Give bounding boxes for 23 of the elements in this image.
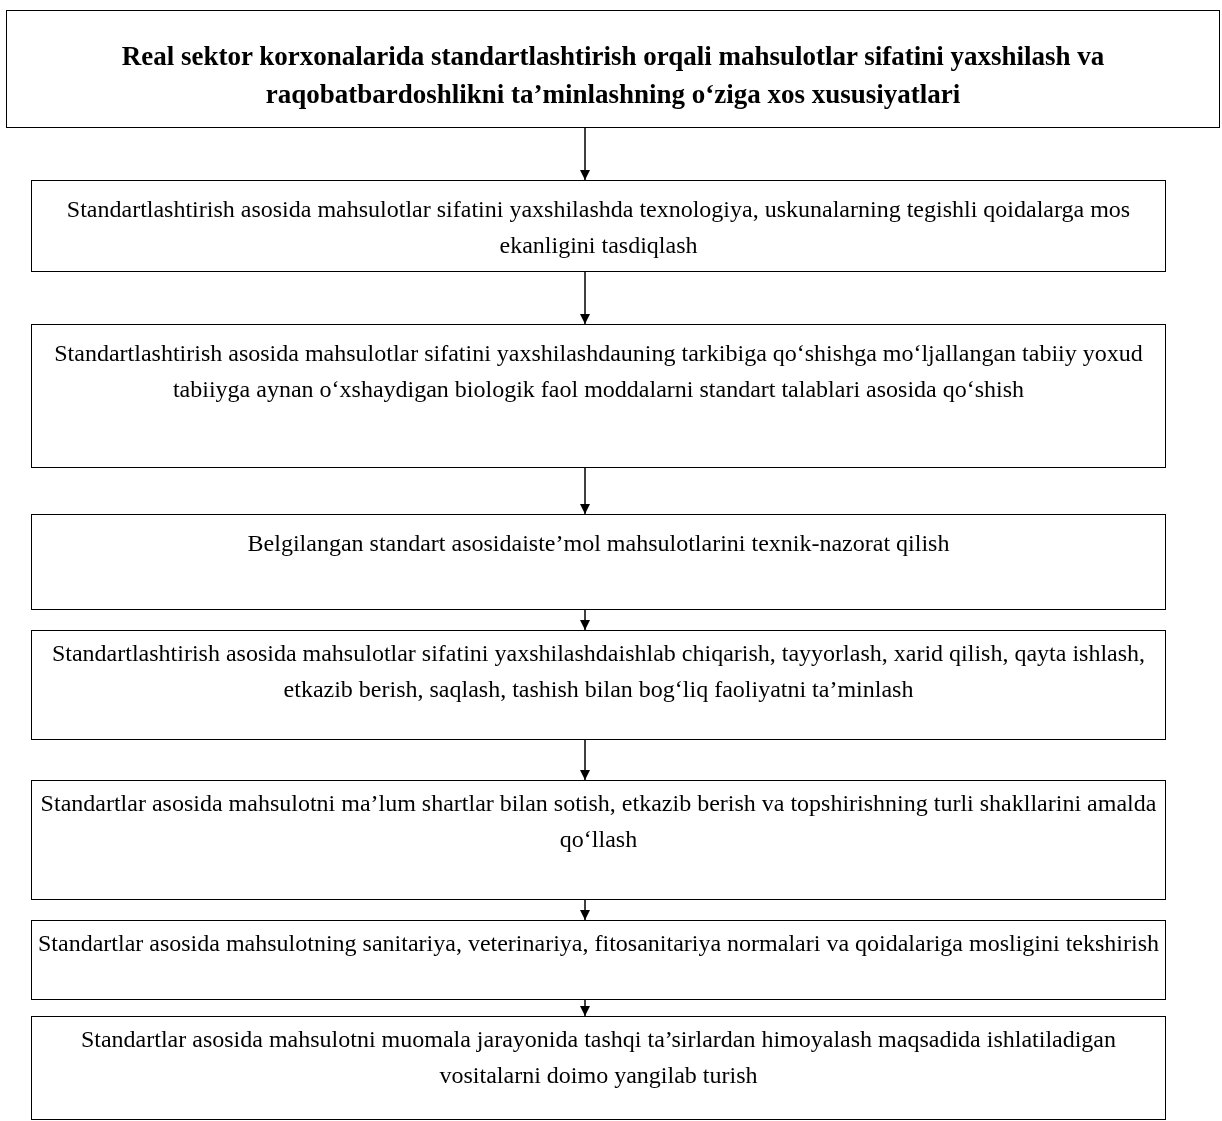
process-box [31,920,1166,1000]
box-text: Standartlar asosida mahsulotni muomala jarayonida tashqi ta’sirlardan himoyalash maqsadida ishlatiladigan vositalarni doimo yangilab turish [79,1025,1118,1090]
box-text: Standartlashtirish asosida mahsulotlar sifatini yaxshilashdauning tarkibiga qo‘shishga mo‘ljallangan tabiiy yoxud tabiiyga aynan o‘xshaydigan biologik faol moddalarni standart talablari asosida qo‘shish [53,339,1144,404]
box-text: Belgilangan standart asosidaiste’mol mahsulotlarini texnik-nazorat qilish [247,529,950,558]
process-box [31,1016,1166,1120]
box-text: Standartlar asosida mahsulotning sanitariya, veterinariya, fitosanitariya normalari va qoidalariga mosligini tekshirish [38,929,1159,958]
box-text: Real sektor korxonalarida standartlashtirish orqali mahsulotlar sifatini yaxshilash va raqobatbardoshlikni ta’minlashning o‘ziga xos xususiyatlari [120,40,1106,111]
process-box [31,180,1166,272]
process-box [31,324,1166,468]
process-box [31,514,1166,610]
process-box [6,10,1220,128]
box-text: Standartlar asosida mahsulotni ma’lum shartlar bilan sotish, etkazib berish va topshirishning turli shakllarini amalda qo‘llash [39,789,1158,854]
box-text: Standartlashtirish asosida mahsulotlar sifatini yaxshilashdaishlab chiqarish, tayyorlash, xarid qilish, qayta ishlash, etkazib berish, saqlash, tashish bilan bog‘liq faoliyatni ta’minlash [50,639,1147,704]
arrow [580,739,590,781]
arrow [580,899,590,921]
arrow [580,609,590,631]
arrow [580,127,590,181]
box-text: Standartlashtirish asosida mahsulotlar sifatini yaxshilashda texnologiya, uskunalarning tegishli qoidalarga mos ekanligini tasdiqlash [65,195,1132,260]
arrow [580,467,590,515]
arrow [580,271,590,325]
process-box [31,630,1166,740]
process-box [31,780,1166,900]
arrow [580,999,590,1017]
